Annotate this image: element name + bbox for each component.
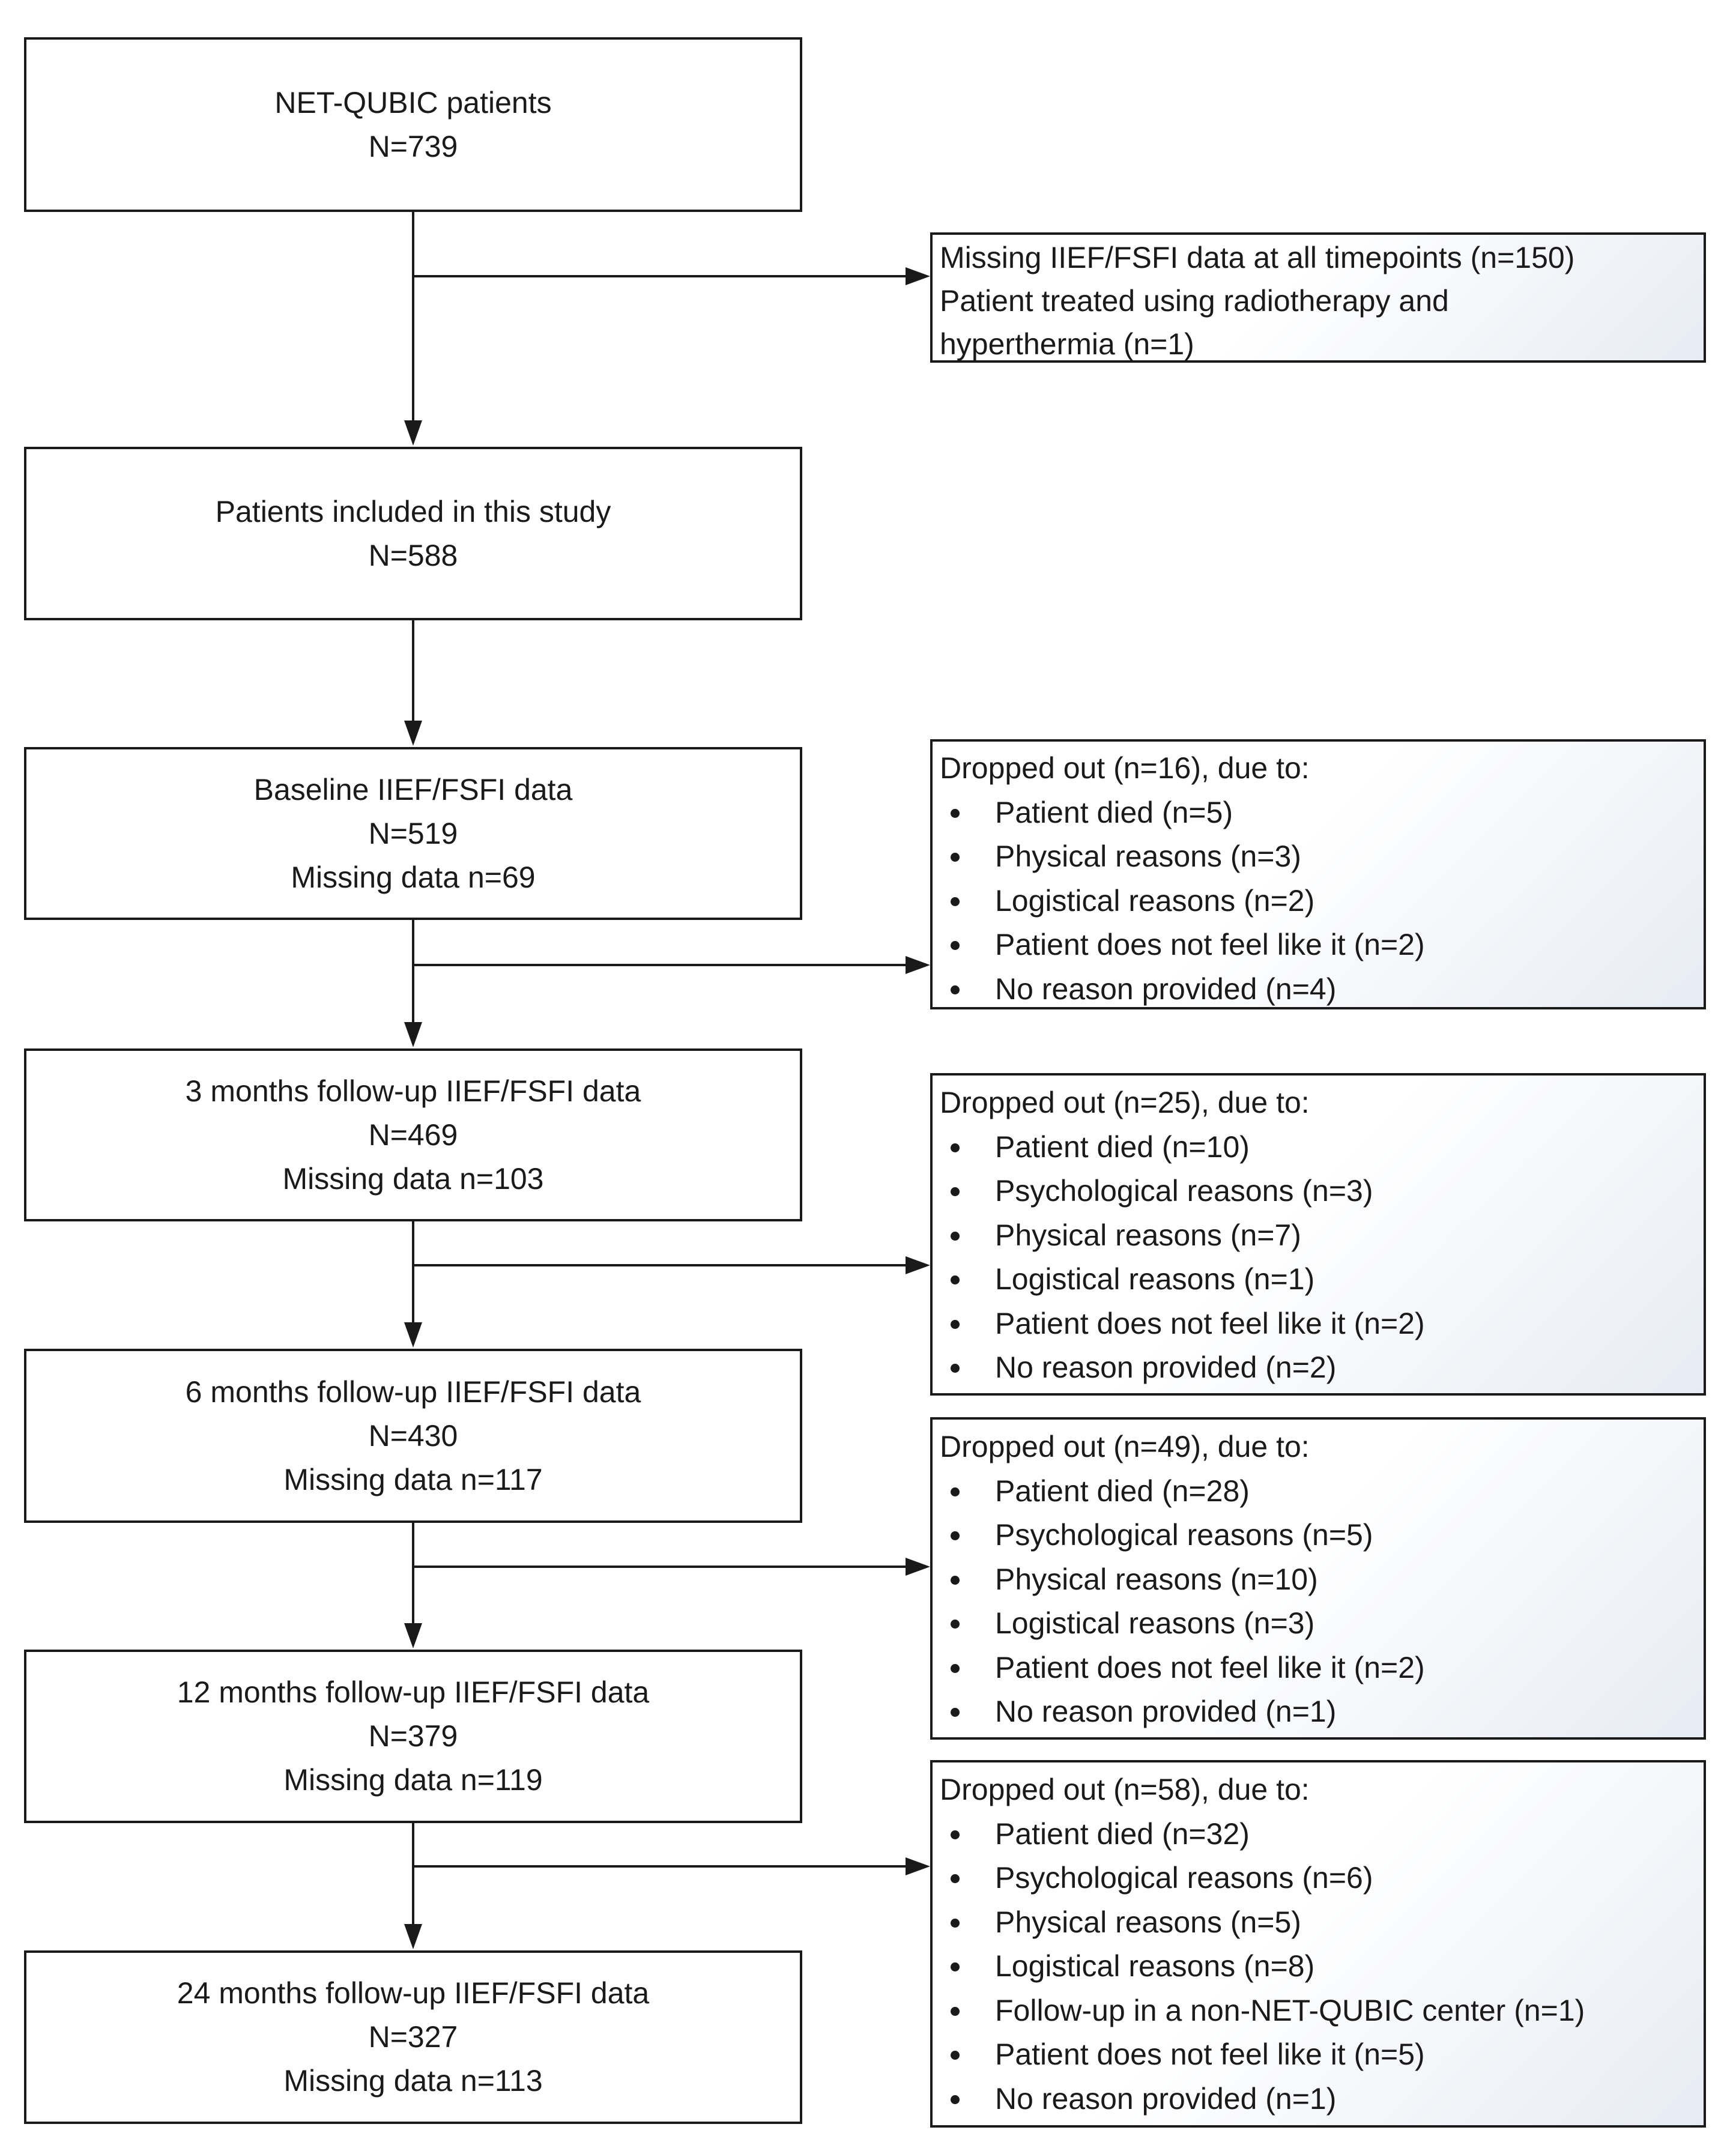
box-line: 24 months follow-up IIEF/FSFI data (177, 1976, 650, 2010)
box-line: 12 months follow-up IIEF/FSFI data (177, 1675, 650, 1709)
list-item: Patient does not feel like it (n=2) (940, 1302, 1704, 1346)
box-line: Missing data n=117 (283, 1462, 543, 1496)
dropout-reason-list: Patient died (n=28) Psychological reason… (940, 1469, 1704, 1734)
list-item: Logistical reasons (n=3) (940, 1602, 1704, 1646)
box-24-months: 24 months follow-up IIEF/FSFI data N=327… (24, 1950, 802, 2124)
list-item: Patient does not feel like it (n=2) (940, 923, 1704, 967)
box-baseline: Baseline IIEF/FSFI data N=519 Missing da… (24, 747, 802, 920)
dropout-reason-list: Patient died (n=5) Physical reasons (n=3… (940, 791, 1704, 1012)
box-line: N=469 (368, 1118, 458, 1152)
box-dropout-6-months: Dropped out (n=49), due to: Patient died… (930, 1417, 1706, 1740)
box-line: N=588 (368, 538, 458, 572)
dropout-heading: Dropped out (n=49), due to: (940, 1430, 1310, 1463)
list-item: Patient does not feel like it (n=5) (940, 2033, 1704, 2077)
list-item: No reason provided (n=2) (940, 1346, 1704, 1390)
list-item: No reason provided (n=1) (940, 2077, 1704, 2122)
list-item: Logistical reasons (n=1) (940, 1257, 1704, 1302)
list-item: Patient does not feel like it (n=2) (940, 1646, 1704, 1690)
dropout-heading: Dropped out (n=25), due to: (940, 1086, 1310, 1119)
list-item: Psychological reasons (n=6) (940, 1856, 1704, 1901)
box-line: N=327 (368, 2020, 458, 2054)
box-12-months: 12 months follow-up IIEF/FSFI data N=379… (24, 1650, 802, 1823)
box-dropout-3-months: Dropped out (n=25), due to: Patient died… (930, 1073, 1706, 1396)
list-item: Physical reasons (n=3) (940, 835, 1704, 879)
list-item: Patient died (n=28) (940, 1469, 1704, 1514)
box-dropout-12-months: Dropped out (n=58), due to: Patient died… (930, 1760, 1706, 2128)
box-patients-included: Patients included in this study N=588 (24, 447, 802, 620)
box-line: Missing data n=69 (291, 860, 536, 894)
list-item: Physical reasons (n=7) (940, 1214, 1704, 1258)
list-item: Logistical reasons (n=8) (940, 1944, 1704, 1989)
box-line: 6 months follow-up IIEF/FSFI data (185, 1375, 641, 1409)
box-line: Missing data n=103 (282, 1161, 544, 1196)
list-item: Physical reasons (n=10) (940, 1558, 1704, 1602)
list-item: No reason provided (n=4) (940, 967, 1704, 1012)
box-line: N=739 (368, 129, 458, 163)
box-line: hyperthermia (n=1) (940, 327, 1194, 361)
list-item: Patient died (n=5) (940, 791, 1704, 835)
list-item: No reason provided (n=1) (940, 1690, 1704, 1734)
dropout-reason-list: Patient died (n=10) Psychological reason… (940, 1125, 1704, 1390)
box-excluded: Missing IIEF/FSFI data at all timepoints… (930, 232, 1706, 363)
box-line: Missing data n=119 (283, 1763, 543, 1797)
list-item: Psychological reasons (n=3) (940, 1169, 1704, 1214)
box-3-months: 3 months follow-up IIEF/FSFI data N=469 … (24, 1048, 802, 1221)
list-item: Follow-up in a non-NET-QUBIC center (n=1… (940, 1989, 1704, 2033)
box-line: N=379 (368, 1719, 458, 1753)
list-item: Patient died (n=10) (940, 1125, 1704, 1170)
list-item: Physical reasons (n=5) (940, 1901, 1704, 1945)
box-6-months: 6 months follow-up IIEF/FSFI data N=430 … (24, 1349, 802, 1523)
box-line: 3 months follow-up IIEF/FSFI data (185, 1074, 641, 1108)
box-line: Missing data n=113 (283, 2064, 543, 2098)
box-line: NET-QUBIC patients (274, 85, 552, 120)
box-line: Missing IIEF/FSFI data at all timepoints… (940, 241, 1575, 274)
box-line: N=430 (368, 1418, 458, 1453)
box-line: Patients included in this study (215, 494, 611, 528)
box-line: N=519 (368, 816, 458, 850)
list-item: Psychological reasons (n=5) (940, 1513, 1704, 1558)
box-dropout-baseline: Dropped out (n=16), due to: Patient died… (930, 739, 1706, 1009)
box-net-qubic-patients: NET-QUBIC patients N=739 (24, 37, 802, 212)
list-item: Patient died (n=32) (940, 1812, 1704, 1857)
list-item: Logistical reasons (n=2) (940, 879, 1704, 924)
box-line: Patient treated using radiotherapy and (940, 284, 1449, 318)
dropout-reason-list: Patient died (n=32) Psychological reason… (940, 1812, 1704, 2122)
dropout-heading: Dropped out (n=58), due to: (940, 1773, 1310, 1806)
box-line: Baseline IIEF/FSFI data (253, 772, 573, 806)
dropout-heading: Dropped out (n=16), due to: (940, 751, 1310, 785)
